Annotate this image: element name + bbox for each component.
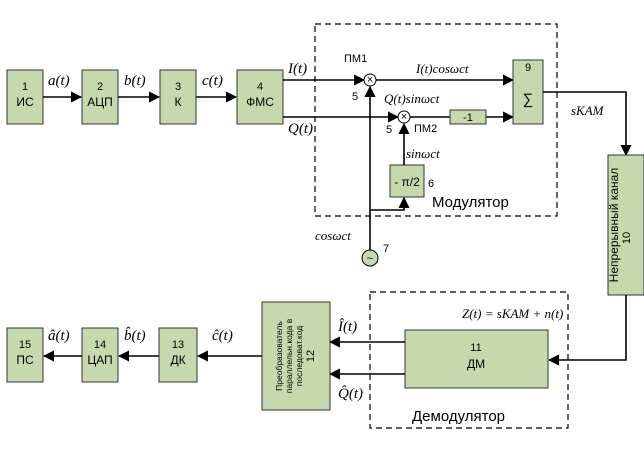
svg-text:9: 9: [525, 62, 531, 74]
inverter-box: -1: [449, 109, 487, 125]
svg-text:4: 4: [257, 81, 263, 93]
block-2-adc: 2 АЦП: [81, 69, 119, 125]
svg-text:АЦП: АЦП: [87, 95, 113, 109]
oscillator-number: 7: [383, 243, 389, 255]
svg-text:∑: ∑: [523, 91, 534, 108]
multiplier-pm1: ×: [363, 73, 377, 87]
signal-c: c(t): [202, 73, 223, 89]
signal-chat: ĉ(t): [212, 328, 233, 344]
signal-qhat: Q̂(t): [338, 385, 363, 402]
signal-bhat: b̂(t): [124, 327, 146, 344]
svg-text:10: 10: [621, 232, 633, 244]
pm2-label: ПМ2: [414, 123, 437, 135]
block-4-fms: 4 ФМС: [236, 69, 284, 125]
svg-text:Преобразователь: Преобразователь: [274, 321, 284, 391]
svg-text:ФМС: ФМС: [246, 95, 274, 109]
signal-skam: sКАМ: [571, 103, 605, 118]
svg-text:12: 12: [305, 350, 317, 362]
svg-text:11: 11: [470, 342, 481, 354]
svg-text:2: 2: [97, 81, 103, 93]
svg-text:×: ×: [401, 111, 407, 123]
svg-text:- π/2: - π/2: [394, 175, 420, 189]
wire-z: [547, 295, 627, 366]
oscillator-7: ~: [361, 249, 379, 267]
block-10-channel: 10 Непрерывный канал: [607, 154, 644, 296]
svg-text:Непрерывный канал: Непрерывный канал: [607, 168, 621, 283]
svg-text:-1: -1: [463, 112, 473, 124]
signal-qsin: Q(t)sinωct: [384, 91, 440, 106]
signal-i: I(t): [287, 61, 307, 77]
svg-text:параллельн.кода в: параллельн.кода в: [284, 318, 294, 393]
pm1-number: 5: [352, 91, 358, 103]
svg-text:ЦАП: ЦАП: [87, 353, 112, 367]
block-14-dac: 14 ЦАП: [81, 327, 119, 383]
block-6-number: 6: [428, 178, 434, 190]
svg-text:15: 15: [19, 339, 31, 351]
pm2-number: 5: [386, 124, 392, 136]
wire-cos-to-shifter: [370, 196, 410, 211]
svg-text:1: 1: [22, 81, 28, 93]
demodulator-label: Демодулятор: [412, 408, 505, 425]
block-6-phase-shifter: - π/2: [389, 164, 425, 198]
svg-text:×: ×: [367, 74, 373, 86]
svg-text:ДК: ДК: [170, 353, 185, 367]
block-1-source: 1 ИС: [6, 69, 44, 125]
block-15-receiver: 15 ПС: [6, 327, 44, 383]
signal-coswc: cosωct: [315, 228, 351, 243]
svg-text:К: К: [175, 95, 182, 109]
signal-ihat: Î(t): [337, 318, 357, 335]
multiplier-pm2: ×: [397, 110, 411, 124]
block-3-coder: 3 К: [159, 69, 197, 125]
block-9-summator: 9 ∑: [512, 59, 544, 125]
svg-text:~: ~: [367, 253, 373, 265]
svg-text:3: 3: [175, 81, 181, 93]
pm1-label: ПМ1: [344, 53, 367, 65]
signal-icos: I(t)cosωct: [415, 61, 469, 76]
svg-text:13: 13: [172, 339, 184, 351]
block-12-converter: 12 Преобразователь параллельн.кода в пос…: [261, 301, 331, 411]
svg-text:14: 14: [94, 339, 106, 351]
signal-ahat: â(t): [48, 328, 70, 344]
svg-text:ИС: ИС: [16, 95, 34, 109]
signal-a: a(t): [48, 73, 70, 89]
block-11-demodulator: 11 ДМ: [404, 329, 549, 389]
wire-skam: [543, 91, 632, 157]
signal-q: Q(t): [288, 121, 313, 137]
signal-z: Z(t) = sКАМ + n(t): [462, 306, 563, 321]
modulator-region: [314, 23, 558, 217]
svg-text:ДМ: ДМ: [467, 357, 485, 371]
signal-b: b(t): [124, 73, 146, 89]
svg-text:последоват.код: последоват.код: [294, 326, 304, 386]
modulator-label: Модулятор: [432, 194, 509, 211]
signal-sinwc: sinωct: [406, 146, 440, 161]
svg-text:ПС: ПС: [16, 353, 34, 367]
block-13-decoder: 13 ДК: [158, 327, 198, 383]
